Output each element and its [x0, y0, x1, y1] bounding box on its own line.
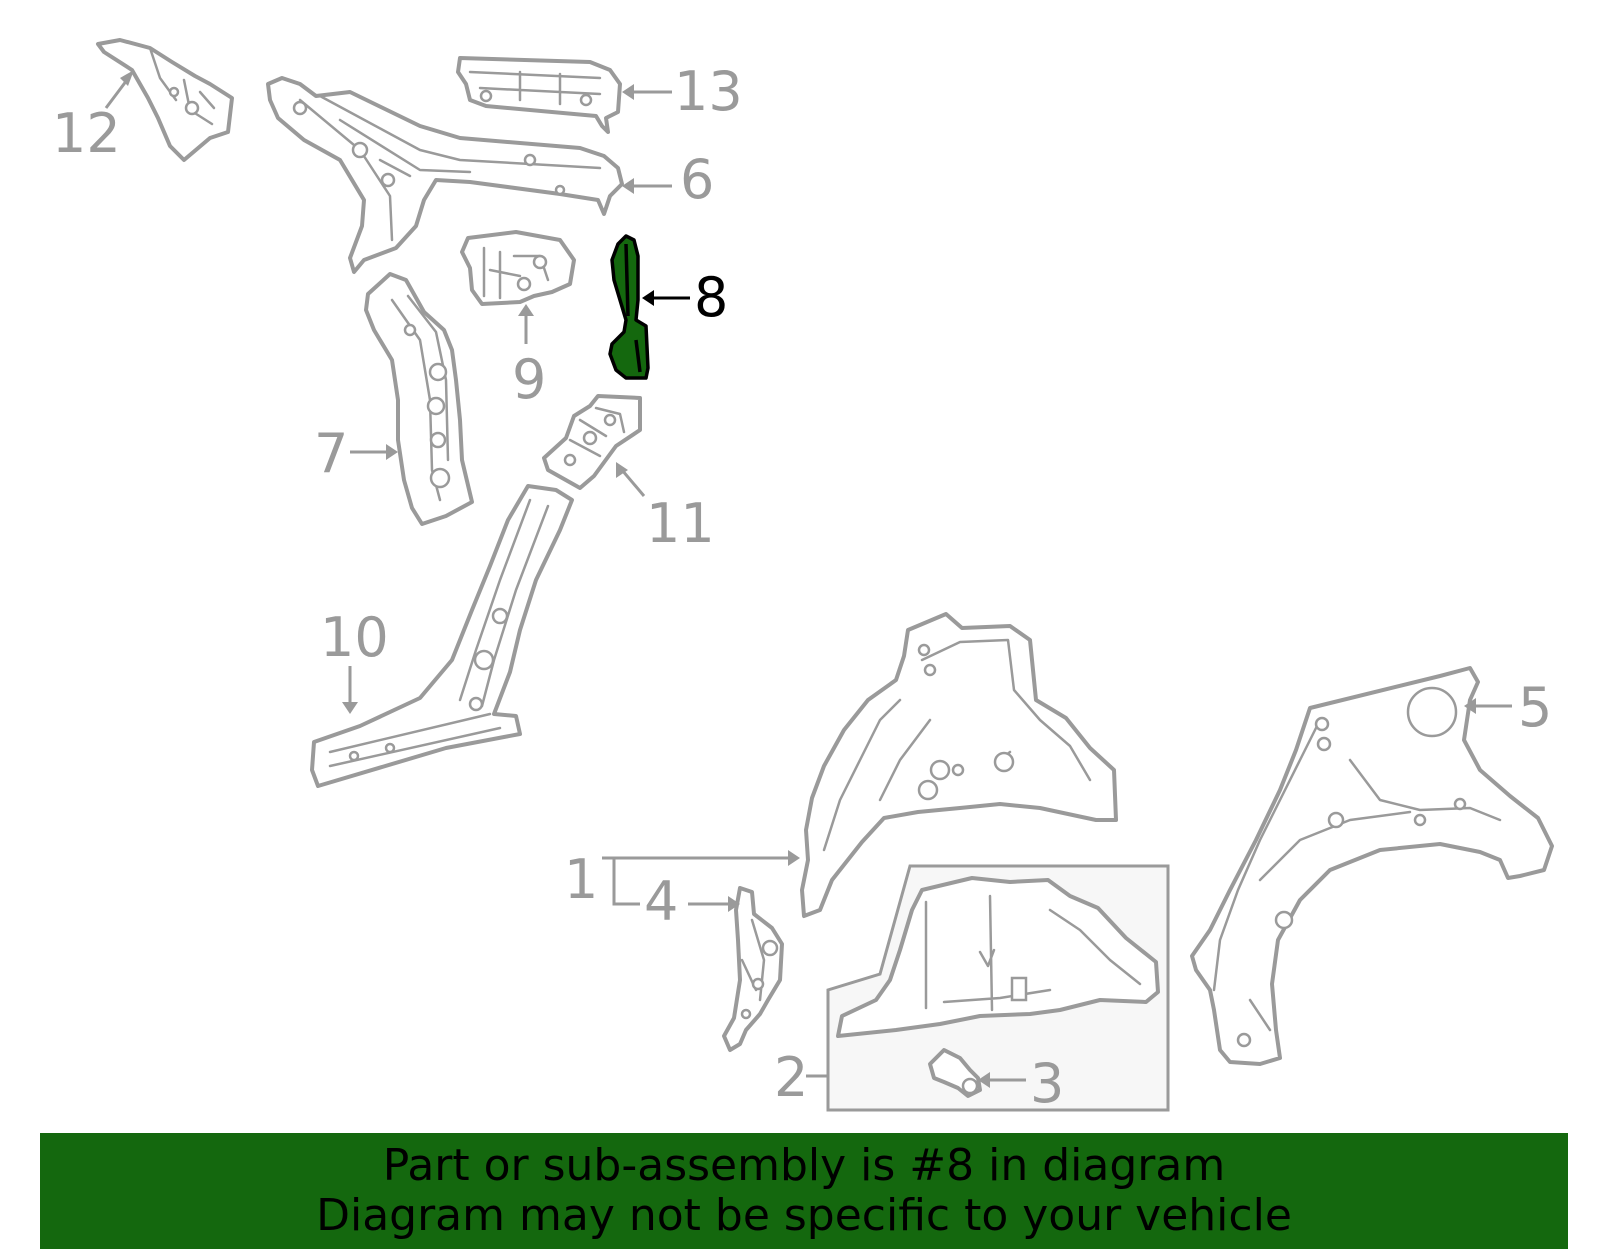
callout-7: 7 — [314, 422, 348, 485]
callout-leaders — [104, 70, 1512, 1088]
callout-13: 13 — [674, 60, 743, 123]
callout-8: 8 — [694, 266, 728, 329]
callout-3: 3 — [1030, 1052, 1064, 1115]
part-8-highlighted[interactable] — [608, 234, 650, 380]
notice-banner: Part or sub-assembly is #8 in diagram Di… — [40, 1133, 1568, 1249]
callout-9: 9 — [512, 348, 546, 411]
part-1-wheelhouse[interactable] — [800, 612, 1118, 918]
part-2-box[interactable] — [826, 864, 1170, 1112]
callout-11: 11 — [646, 492, 715, 555]
part-9-bracket[interactable] — [460, 230, 576, 306]
callout-2: 2 — [774, 1046, 808, 1109]
callout-1: 1 — [564, 848, 598, 911]
callout-labels: 12 13 6 8 9 7 11 10 1 4 2 3 5 — [52, 60, 1552, 1115]
callout-5: 5 — [1518, 676, 1552, 739]
banner-line-2: Diagram may not be specific to your vehi… — [316, 1190, 1292, 1241]
part-10-sill[interactable] — [310, 484, 574, 788]
part-6-frame[interactable] — [266, 76, 624, 274]
part-13-rail[interactable] — [456, 56, 622, 134]
part-7-pillar[interactable] — [364, 272, 474, 526]
part-5-quarter-panel[interactable] — [1190, 666, 1554, 1066]
part-3-clip[interactable] — [928, 1048, 982, 1098]
callout-6: 6 — [680, 148, 714, 211]
part-12-bracket[interactable] — [96, 38, 234, 162]
banner-line-1: Part or sub-assembly is #8 in diagram — [382, 1140, 1226, 1191]
part-11-plate[interactable] — [542, 394, 642, 490]
callout-4: 4 — [644, 870, 678, 933]
callout-10: 10 — [320, 606, 389, 669]
part-4-bracket[interactable] — [722, 886, 784, 1052]
callout-12: 12 — [52, 102, 121, 165]
